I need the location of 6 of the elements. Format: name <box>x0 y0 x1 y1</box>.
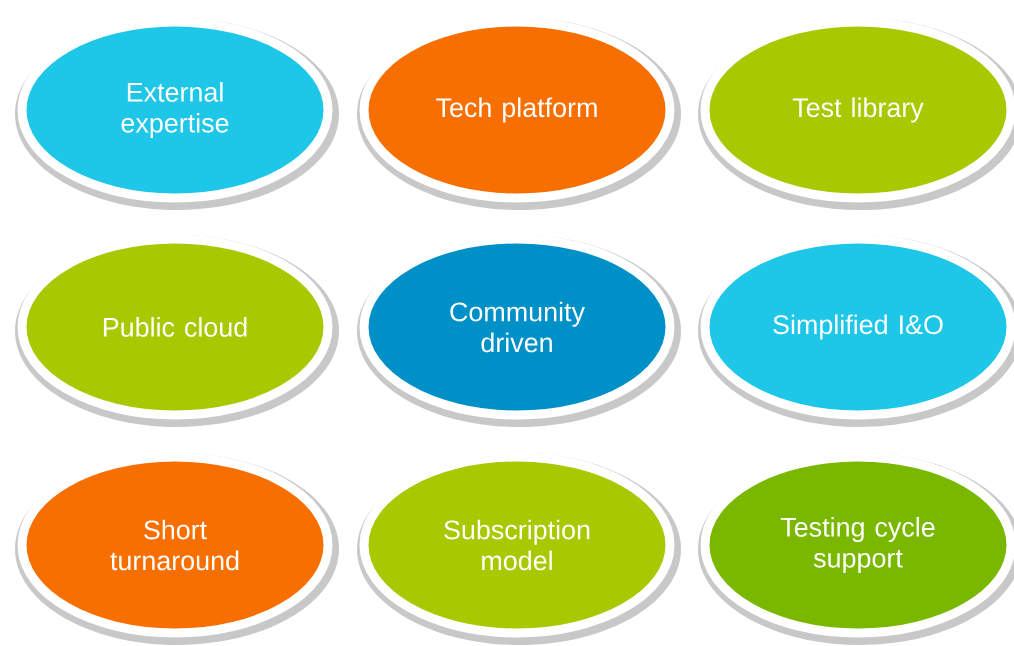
ellipse-node: Community driven <box>357 234 681 427</box>
ellipse-node: Tech platform <box>357 17 681 210</box>
ellipse-node: Subscription model <box>357 452 681 645</box>
ellipse-node: Short turnaround <box>15 452 339 645</box>
ellipse-node: Public cloud <box>15 234 339 427</box>
ellipse-node: External expertise <box>15 17 339 210</box>
